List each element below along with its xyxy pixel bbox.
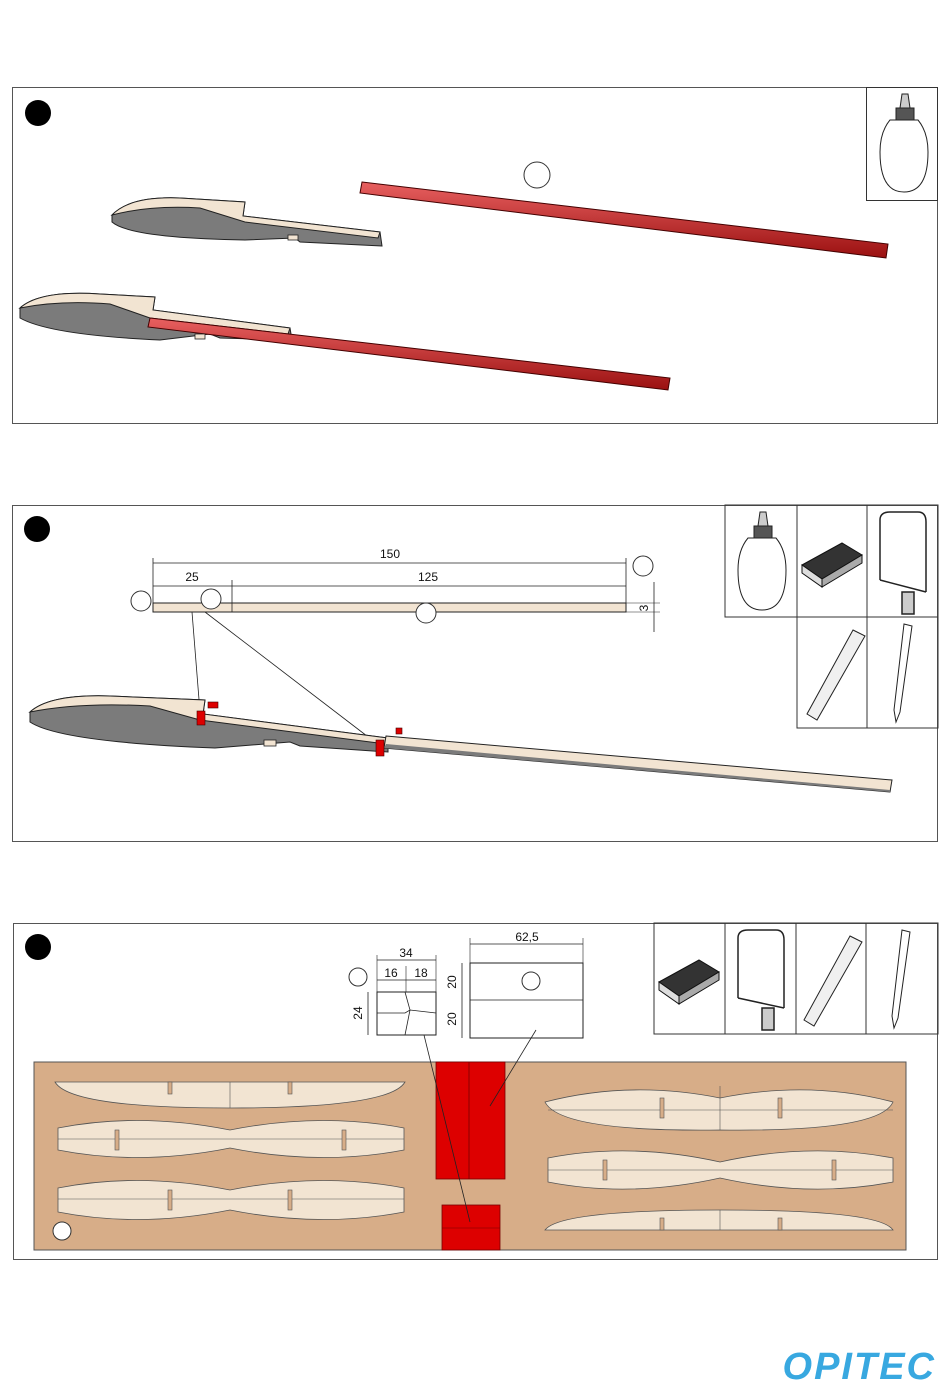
ruler-icon (807, 630, 865, 720)
ruler-icon (804, 936, 862, 1026)
dim-left: 25 (185, 570, 199, 584)
glue-bottle-icon (880, 94, 928, 192)
dim-part-a-right: 18 (414, 966, 428, 980)
pencil-icon (894, 624, 912, 722)
fuselage-with-strips (30, 696, 892, 792)
strip-dimension-drawing: 150 25 125 3 (153, 547, 660, 632)
fuselage-assembled (20, 293, 670, 390)
red-rod-loose (360, 182, 888, 258)
sanding-block-icon (802, 543, 862, 587)
dim-part-b-width: 62,5 (515, 930, 539, 944)
dim-part-a-width: 34 (399, 946, 413, 960)
dim-right: 125 (418, 570, 438, 584)
dim-part-a-left: 16 (384, 966, 398, 980)
brand-logo: OPITEC (783, 1346, 936, 1389)
dim-part-b-bottom: 20 (445, 1012, 459, 1026)
dim-part-b-top: 20 (445, 975, 459, 989)
fret-saw-icon (738, 930, 784, 1030)
part-a-dimension-drawing: 34 16 18 24 (351, 946, 436, 1035)
dim-total: 150 (380, 547, 400, 561)
part-b-dimension-drawing: 62,5 20 20 (445, 930, 583, 1038)
sanding-block-icon (659, 960, 719, 1004)
dim-part-a-height: 24 (351, 1006, 365, 1020)
dim-thickness: 3 (637, 604, 651, 611)
fuselage-part-upper (112, 198, 382, 246)
pencil-icon (892, 930, 910, 1028)
part-callout-circle (524, 162, 550, 188)
glue-bottle-icon (738, 512, 786, 610)
fret-saw-icon (880, 512, 926, 614)
